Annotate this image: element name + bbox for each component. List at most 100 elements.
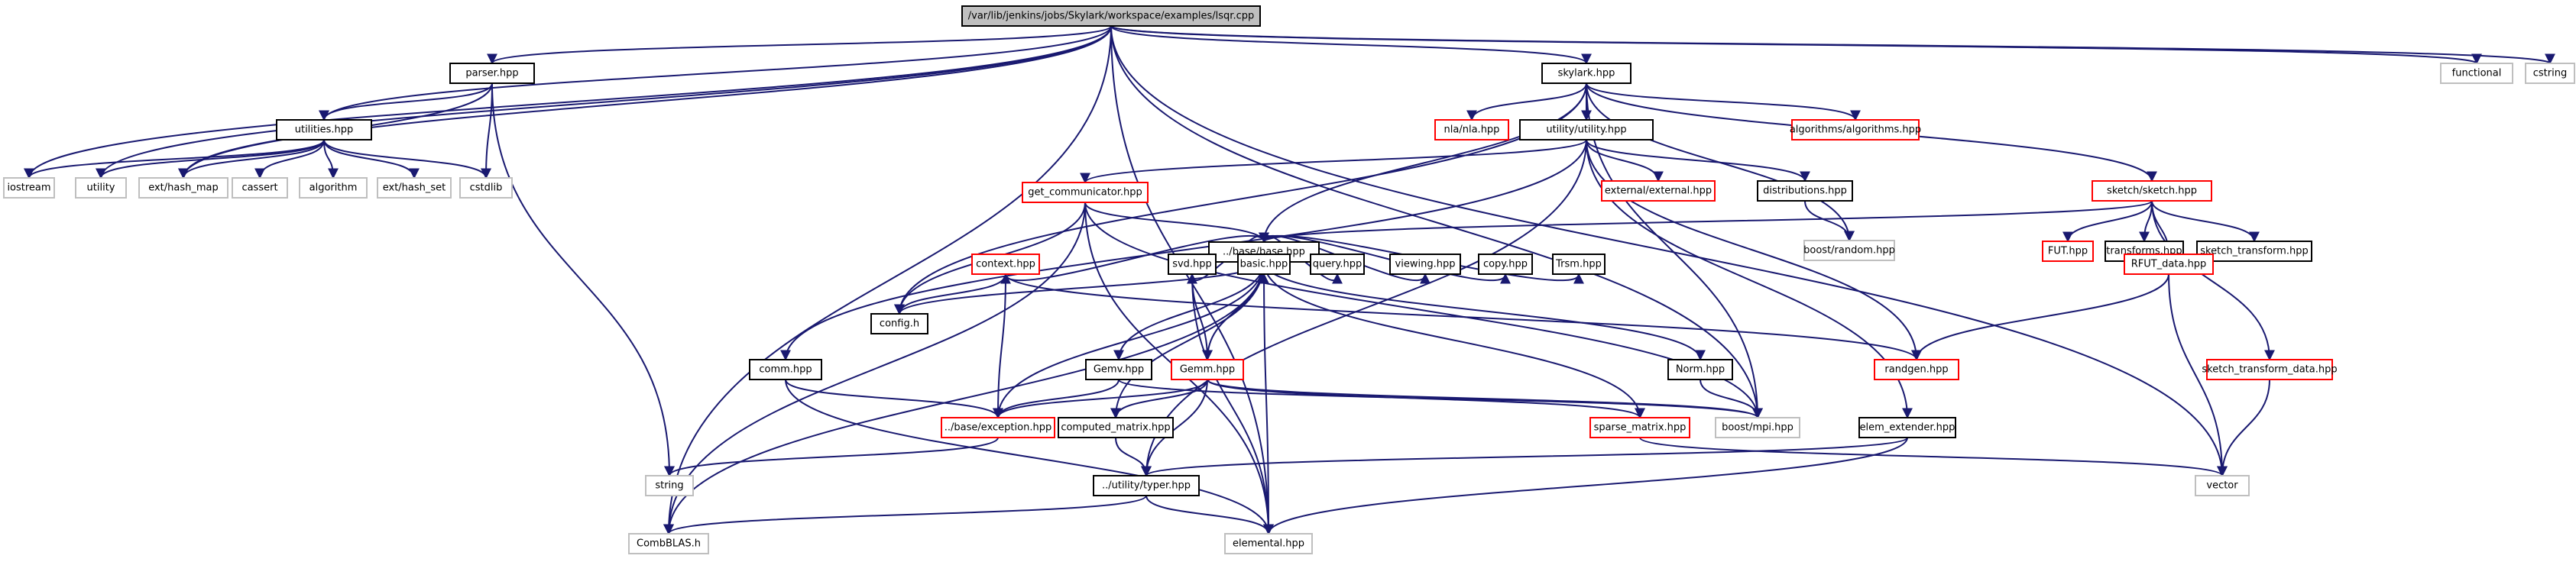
node-sktransform[interactable]: sketch_transform.hpp — [2196, 241, 2312, 262]
node-trsm-label: Trsm.hpp — [1555, 259, 1602, 270]
edge-utilutil-to-external — [1586, 139, 1664, 182]
edge-root-to-utilities — [319, 25, 1112, 121]
node-elemental-label: elemental.hpp — [1233, 538, 1304, 550]
node-copy-box — [1478, 254, 1533, 275]
edge-utilities-to-algorithm — [323, 139, 339, 179]
edge-typer-to-elemental — [1145, 495, 1274, 535]
node-gemv-label: Gemv.hpp — [1094, 364, 1144, 376]
node-sktdata-box — [2206, 359, 2333, 380]
node-viewing-box — [1389, 254, 1461, 275]
node-external: external/external.hpp — [1601, 180, 1716, 202]
node-comm[interactable]: comm.hpp — [749, 359, 822, 380]
node-norm-box — [1667, 359, 1733, 380]
edge-root-to-parser — [487, 25, 1112, 65]
node-functional-label: functional — [2452, 68, 2502, 79]
edge-norm-to-boostmpi — [1700, 379, 1763, 419]
node-parser-label: parser.hpp — [465, 68, 518, 79]
node-distributions[interactable]: distributions.hpp — [1757, 180, 1853, 202]
node-functional: functional — [2440, 63, 2513, 84]
node-utilities[interactable]: utilities.hpp — [276, 119, 372, 140]
node-exception-box — [941, 417, 1055, 438]
node-sketch-label: sketch/sketch.hpp — [2107, 186, 2197, 197]
edge-getcomm-to-combblas — [663, 202, 1086, 535]
node-viewing[interactable]: viewing.hpp — [1389, 254, 1461, 275]
node-parser[interactable]: parser.hpp — [449, 63, 535, 84]
edge-skylark-to-boostmpi — [1586, 82, 1763, 419]
node-exception: ../base/exception.hpp — [941, 417, 1055, 438]
node-sparse-box — [1589, 417, 1690, 438]
edge-gemm-to-computed — [1110, 379, 1208, 419]
edge-sketch-to-sktransform — [2151, 200, 2260, 243]
edge-typer-to-combblas — [663, 495, 1147, 535]
edge-utilities-to-hash_set — [323, 139, 420, 179]
edge-utilities-to-iostream — [24, 139, 325, 179]
edge-base-to-combblas — [663, 261, 1265, 535]
node-norm[interactable]: Norm.hpp — [1667, 359, 1733, 380]
node-cstring: cstring — [2525, 63, 2575, 84]
node-trsm-box — [1552, 254, 1606, 275]
node-algorithm-box — [299, 177, 368, 199]
node-algorithm-label: algorithm — [309, 182, 358, 194]
node-context-label: context.hpp — [976, 259, 1035, 270]
node-cassert-label: cassert — [241, 182, 277, 194]
node-fut: FUT.hpp — [2042, 241, 2094, 262]
node-sktdata-label: sketch_transform_data.hpp — [2202, 364, 2337, 376]
node-computed[interactable]: computed_matrix.hpp — [1058, 417, 1174, 438]
node-elemext[interactable]: elem_extender.hpp — [1858, 417, 1956, 438]
edge-exception-to-string — [664, 437, 999, 477]
edge-base-to-exception — [993, 261, 1265, 419]
edge-root-to-cstring — [1110, 25, 2555, 65]
node-hash_map-box — [138, 177, 228, 199]
node-comm-box — [749, 359, 822, 380]
node-svd[interactable]: svd.hpp — [1168, 254, 1217, 275]
edge-skylark-to-nla — [1466, 82, 1587, 121]
edge-root-to-combblas — [663, 25, 1112, 535]
node-utility-label: utility — [87, 182, 115, 194]
node-copy[interactable]: copy.hpp — [1478, 254, 1533, 275]
edge-utilutil-to-getcomm — [1080, 139, 1587, 184]
node-exception-label: ../base/exception.hpp — [945, 422, 1051, 434]
edge-root-to-utility — [96, 25, 1112, 179]
edge-gemm-to-exception — [993, 379, 1208, 419]
node-gemv[interactable]: Gemv.hpp — [1085, 359, 1152, 380]
node-skylark-label: skylark.hpp — [1558, 68, 1615, 79]
node-gemv-box — [1085, 359, 1152, 380]
node-nla-box — [1434, 119, 1509, 140]
node-vector-box — [2195, 475, 2250, 496]
node-boostmpi-box — [1715, 417, 1800, 438]
node-context: context.hpp — [971, 254, 1040, 275]
node-nla: nla/nla.hpp — [1434, 119, 1509, 140]
node-getcomm-label: get_communicator.hpp — [1028, 187, 1142, 199]
node-skylark[interactable]: skylark.hpp — [1541, 63, 1631, 84]
edge-root-to-skylark — [1110, 25, 1592, 65]
node-gemm-box — [1171, 359, 1244, 380]
node-utilities-label: utilities.hpp — [295, 124, 354, 136]
node-query[interactable]: query.hpp — [1310, 254, 1365, 275]
node-root[interactable]: /var/lib/jenkins/jobs/Skylark/workspace/… — [961, 5, 1261, 27]
node-config-box — [870, 313, 928, 334]
edge-rfutdata-to-vector — [2168, 273, 2228, 477]
node-root-box — [961, 5, 1261, 27]
node-string: string — [645, 475, 694, 496]
node-computed-box — [1058, 417, 1174, 438]
node-typer[interactable]: ../utility/typer.hpp — [1093, 475, 1200, 496]
node-randgen: randgen.hpp — [1874, 359, 1959, 380]
node-svd-box — [1168, 254, 1217, 275]
edge-sktdata-to-vector — [2217, 379, 2270, 477]
node-trsm[interactable]: Trsm.hpp — [1552, 254, 1606, 275]
edge-utilities-to-utility — [96, 139, 325, 179]
node-fut-box — [2042, 241, 2094, 262]
node-basic-box — [1237, 254, 1291, 275]
node-utilutil[interactable]: utility/utility.hpp — [1519, 119, 1654, 140]
node-config[interactable]: config.h — [870, 313, 928, 334]
node-rfutdata-label: RFUT_data.hpp — [2131, 259, 2207, 270]
node-boostrandom: boost/random.hpp — [1803, 240, 1895, 261]
edge-distributions-to-boostrandom — [1804, 200, 1855, 242]
node-basic[interactable]: basic.hpp — [1237, 254, 1291, 275]
edge-root-to-vector — [1110, 25, 2228, 477]
node-sktransform-label: sketch_transform.hpp — [2200, 246, 2308, 257]
node-gemm: Gemm.hpp — [1171, 359, 1244, 380]
edge-comm-to-elemental — [785, 379, 1274, 535]
edge-computed-to-typer — [1115, 437, 1152, 477]
